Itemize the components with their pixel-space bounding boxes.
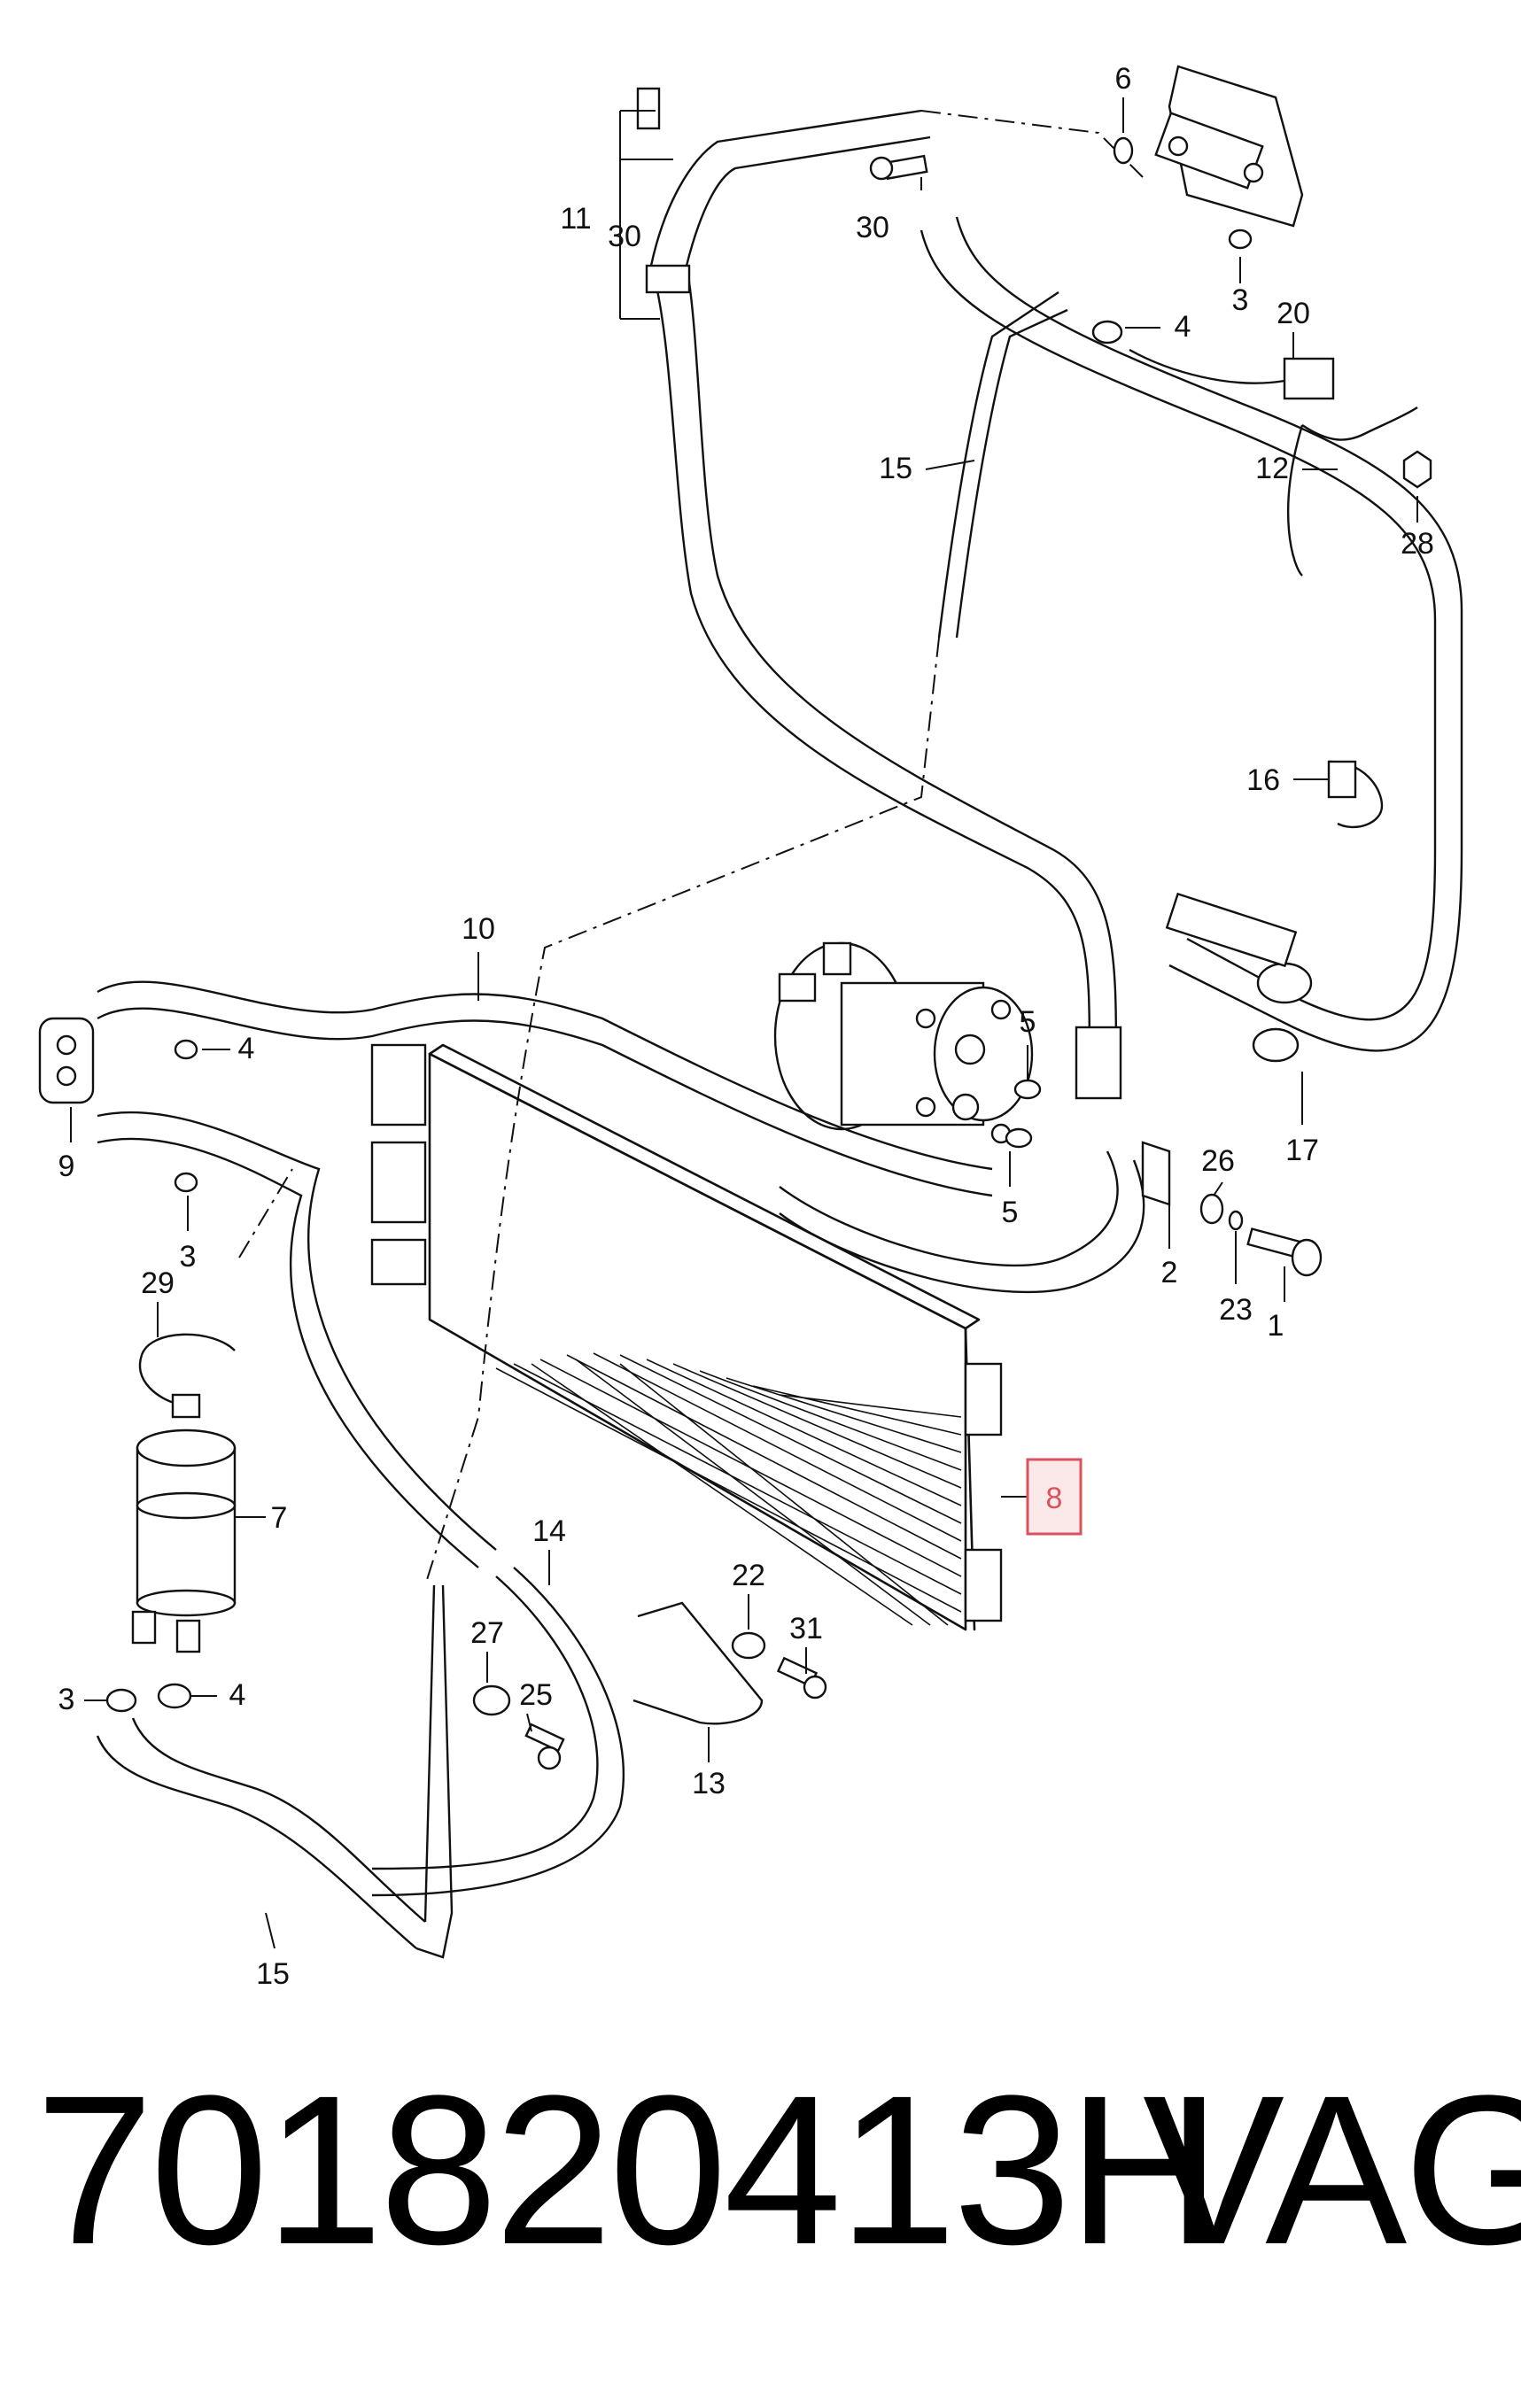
callout-25: 25 <box>519 1678 553 1712</box>
callout-4: 4 <box>229 1678 246 1712</box>
callout-3: 3 <box>58 1683 75 1716</box>
callout-26: 26 <box>1201 1144 1235 1178</box>
callout-1: 1 <box>1268 1309 1284 1343</box>
callout-17: 17 <box>1285 1134 1319 1167</box>
callout-6: 6 <box>1115 62 1132 96</box>
part-number: 701820413H <box>35 2051 1222 2288</box>
callout-28: 28 <box>1401 527 1434 561</box>
part-footer: 701820413H VAG <box>0 2037 1521 2303</box>
callout-2: 2 <box>1161 1256 1178 1289</box>
expansion-valve <box>1154 65 1304 228</box>
callout-29: 29 <box>141 1266 175 1300</box>
compressor <box>773 941 1034 1144</box>
callout-23: 23 <box>1219 1293 1253 1327</box>
callout-8: 8 <box>1046 1482 1063 1515</box>
callout-16: 16 <box>1246 763 1280 797</box>
callout-20: 20 <box>1277 297 1310 330</box>
callout-30: 30 <box>608 220 641 253</box>
callout-3: 3 <box>1232 283 1249 317</box>
highlight-box: 8 <box>1026 1458 1083 1536</box>
callout-10: 10 <box>462 912 495 946</box>
callout-4: 4 <box>1175 310 1191 344</box>
callout-11: 11 <box>560 202 591 236</box>
callout-9: 9 <box>58 1150 75 1183</box>
callout-labels: 1 2 3 3 3 4 4 4 5 5 6 7 8 9 10 11 12 13 … <box>58 62 1434 1991</box>
condenser <box>370 1043 1003 1631</box>
callout-5: 5 <box>1002 1196 1019 1229</box>
small-hardware <box>38 87 1432 1770</box>
callout-4: 4 <box>238 1032 255 1065</box>
callout-15: 15 <box>879 452 912 485</box>
callout-14: 14 <box>532 1514 566 1548</box>
callout-13: 13 <box>692 1767 726 1800</box>
callout-3: 3 <box>180 1240 197 1274</box>
callout-27: 27 <box>470 1616 504 1650</box>
callout-12: 12 <box>1255 452 1289 485</box>
callout-30: 30 <box>856 211 889 244</box>
callout-22: 22 <box>732 1559 765 1592</box>
brand-name: VAG <box>1143 2051 1521 2288</box>
receiver-drier <box>131 1429 237 1653</box>
routing-lines <box>238 110 1144 1586</box>
callout-31: 31 <box>789 1612 823 1645</box>
callout-7: 7 <box>271 1501 288 1535</box>
refrigerant-hoses <box>96 109 1463 1959</box>
leader-lines <box>70 97 1418 1949</box>
callout-5: 5 <box>1020 1005 1036 1039</box>
callout-15: 15 <box>256 1957 290 1991</box>
